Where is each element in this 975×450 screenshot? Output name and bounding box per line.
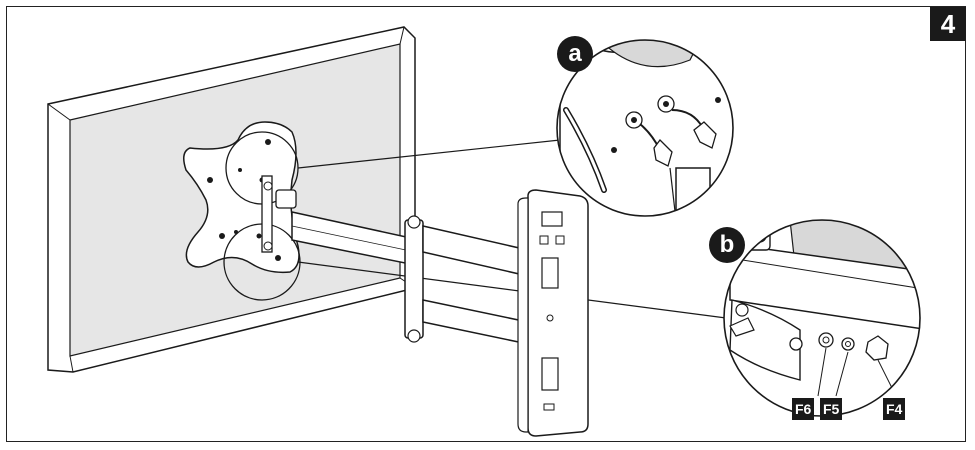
leader-line-b (297, 261, 727, 319)
detail-b (723, 219, 921, 417)
part-tag-f5: F5 (820, 398, 843, 420)
tv-bracket (261, 175, 297, 253)
callout-b-label: b (709, 227, 745, 263)
callout-a-label: a (557, 36, 593, 72)
part-tag-f6: F6 (792, 398, 815, 420)
wall-plate (517, 189, 589, 437)
detail-a (556, 39, 734, 217)
leader-line-a (297, 139, 561, 169)
part-tag-f4: F4 (883, 398, 906, 420)
swing-arm (291, 211, 529, 345)
step-number-badge: 4 (930, 7, 966, 41)
figure-frame (6, 6, 966, 442)
